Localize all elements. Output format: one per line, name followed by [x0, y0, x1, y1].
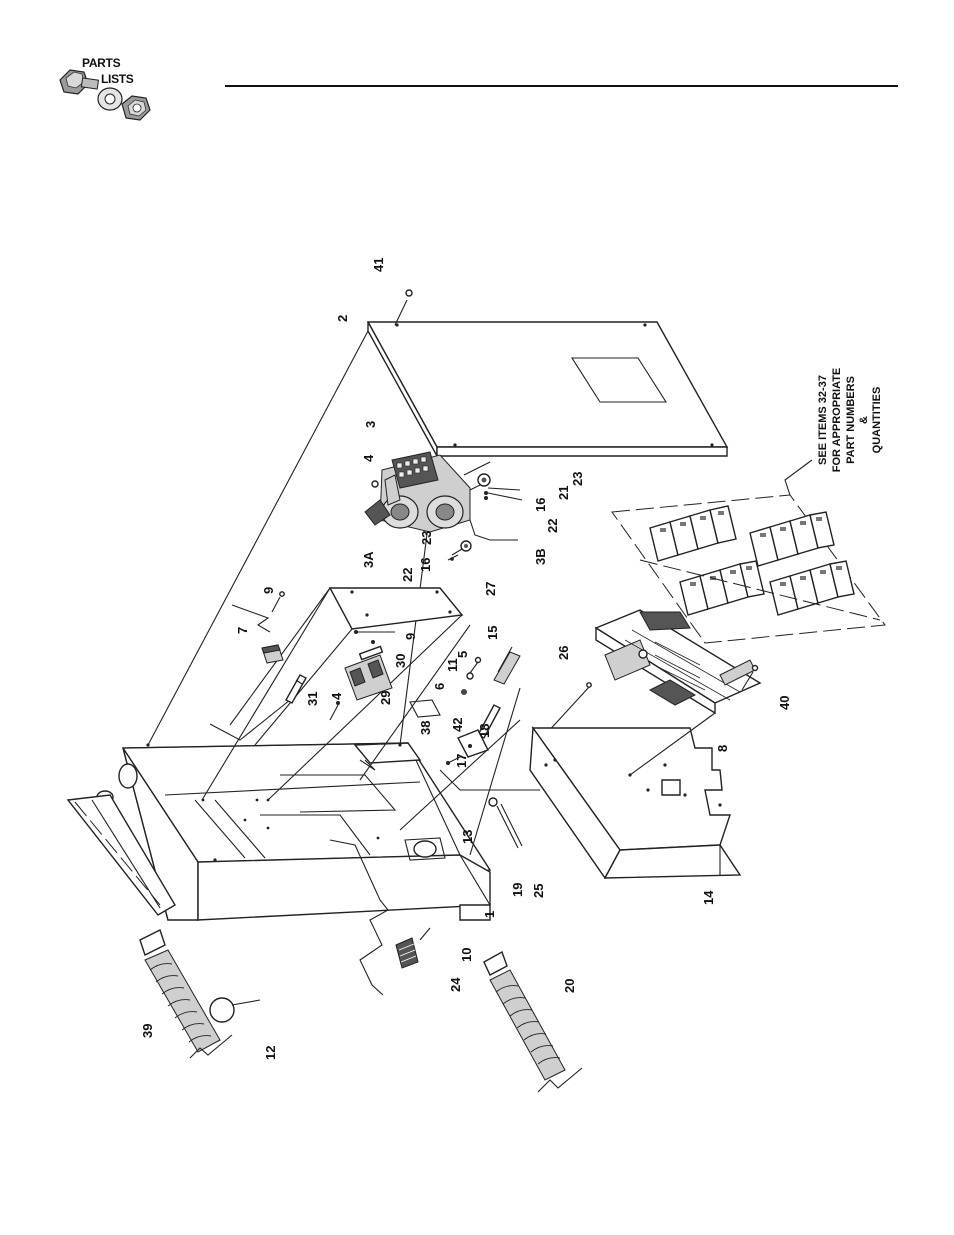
callout-2: 2: [335, 315, 350, 322]
callout-10: 10: [459, 948, 474, 962]
callout-7: 7: [235, 627, 250, 634]
callout-23a: 23: [570, 472, 585, 486]
screw-4-lower: [330, 701, 340, 720]
callout-17: 17: [454, 754, 469, 768]
transfer-mechanism: [365, 452, 470, 532]
callout-40: 40: [777, 696, 792, 710]
callout-11: 11: [445, 658, 460, 672]
callout-22b: 22: [400, 568, 415, 582]
callout-6: 6: [432, 683, 447, 690]
callout-21: 21: [556, 486, 571, 500]
deadfront-panel: [530, 728, 740, 878]
conduit-20: [484, 952, 582, 1092]
fuse-holder-31: [286, 675, 306, 703]
door-panel: [368, 322, 727, 456]
callout-25: 25: [531, 884, 546, 898]
callout-1: 1: [482, 911, 497, 918]
hardware-5-11-6: [461, 658, 481, 696]
callout-16b: 16: [418, 558, 433, 572]
screw-26: [545, 683, 591, 735]
plug-12: [210, 998, 260, 1022]
callout-12: 12: [263, 1046, 278, 1060]
callout-16a: 16: [533, 498, 548, 512]
callout-29: 29: [378, 691, 393, 705]
callout-20: 20: [562, 979, 577, 993]
screw-41: [395, 290, 412, 325]
bus-bar-15: [494, 647, 520, 684]
note-line-3: PART NUMBERS: [845, 376, 857, 464]
callout-15: 15: [485, 626, 500, 640]
note-line-1: SEE ITEMS 32-37: [817, 375, 829, 465]
callout-13: 13: [460, 830, 475, 844]
callout-23b: 23: [419, 531, 434, 545]
callout-14: 14: [701, 890, 716, 905]
callout-4a: 4: [361, 454, 376, 462]
callout-26: 26: [556, 646, 571, 660]
relay-7: [262, 645, 283, 663]
callout-30: 30: [393, 654, 408, 668]
callout-9b: 9: [403, 633, 418, 640]
callout-8: 8: [715, 745, 730, 752]
callout-9a: 9: [261, 587, 276, 594]
breaker-note: SEE ITEMS 32-37 FOR APPROPRIATE PART NUM…: [817, 368, 883, 473]
callout-4b: 4: [329, 692, 344, 700]
note-line-4: &: [858, 416, 870, 424]
callout-19: 19: [510, 883, 525, 897]
callout-27: 27: [483, 582, 498, 596]
ground-lug-24: [396, 928, 430, 968]
callout-5: 5: [455, 651, 470, 658]
callout-24: 24: [448, 977, 463, 992]
callout-38: 38: [418, 721, 433, 735]
callout-3a: 3A: [361, 551, 376, 568]
note-line-2: FOR APPROPRIATE: [831, 368, 843, 473]
note-line-5: QUANTITIES: [871, 387, 883, 454]
callout-3b: 3B: [533, 548, 548, 565]
callout-22a: 22: [545, 519, 560, 533]
callout-3: 3: [363, 421, 378, 428]
callout-42: 42: [450, 718, 465, 732]
callout-31: 31: [305, 692, 320, 706]
callout-41: 41: [371, 258, 386, 272]
callout-18: 18: [477, 724, 492, 738]
callout-39: 39: [140, 1024, 155, 1038]
mounting-plate: [330, 588, 462, 629]
fastener-19: [489, 798, 522, 848]
